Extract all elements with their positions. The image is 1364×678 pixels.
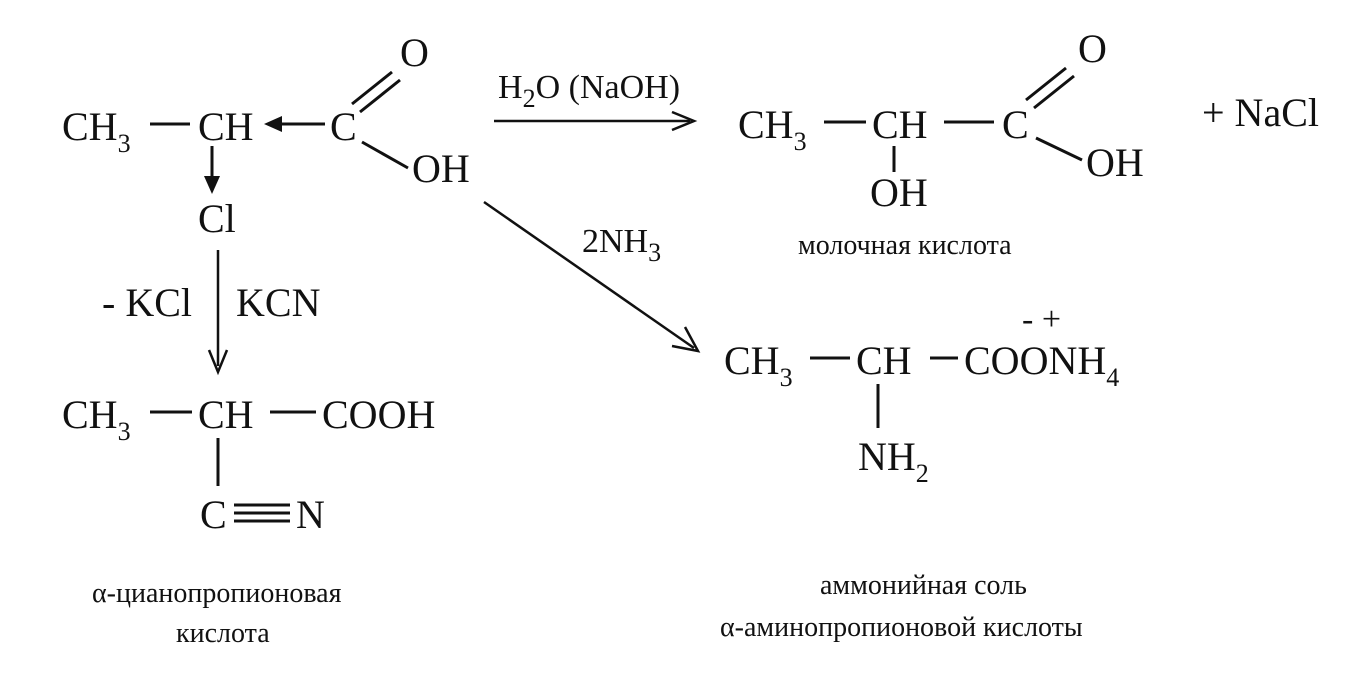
- chlorine-atom: Cl: [198, 196, 236, 241]
- lactic-acid-hydroxyl: OH: [1086, 140, 1144, 185]
- cyanopropionic-acid: CH3 CH COOH C N α-цианопропионовая кисло…: [62, 392, 435, 649]
- ammonium-ch-group: CH: [856, 338, 912, 383]
- chloropropanoic-acid: CH3 CH C O OH Cl: [62, 30, 470, 241]
- lactic-acid-caption: молочная кислота: [798, 230, 1012, 261]
- double-bond-c-o-2: [359, 78, 401, 114]
- bond-c-oh: [361, 140, 409, 170]
- cyano-ch3-group: CH3: [62, 392, 131, 446]
- ch-group: CH: [198, 104, 254, 149]
- ammonia-arrowhead: [671, 326, 701, 353]
- hydroxyl-group: OH: [412, 146, 470, 191]
- cyano-ch-group: CH: [198, 392, 254, 437]
- nitrile-nitrogen: N: [296, 492, 325, 537]
- lactic-carbonyl-oxygen: O: [1078, 26, 1107, 71]
- cyano-cooh-group: COOH: [322, 392, 435, 437]
- inductive-arrowhead-c-ch: [264, 116, 282, 132]
- sodium-chloride-byproduct: + NaCl: [1202, 90, 1319, 135]
- lactic-ch3-group: CH3: [738, 102, 807, 156]
- ammonium-caption-line2: α-аминопропионовой кислоты: [720, 612, 1083, 643]
- lactic-ch-group: CH: [872, 102, 928, 147]
- lactic-acid: CH3 CH C O OH OH + NaCl молочная кислота: [738, 26, 1319, 261]
- ammonium-caption-line1: аммонийная соль: [820, 570, 1027, 601]
- ammonium-ch3-group: CH3: [724, 338, 793, 392]
- inductive-arrowhead-ch-cl: [204, 176, 220, 194]
- ch3-group: CH3: [62, 104, 131, 158]
- ammonium-coonh4-group: COONH4: [964, 338, 1119, 392]
- lactic-double-bond-2: [1033, 74, 1075, 110]
- hydrolysis-reagent: H2O (NaOH): [498, 69, 680, 113]
- ammonia-arrow: 2NH3: [483, 200, 701, 353]
- kcn-reagent: KCN: [236, 280, 320, 325]
- lactic-double-bond-1: [1025, 66, 1067, 102]
- hydrolysis-arrowhead: [671, 110, 698, 132]
- nitrile-carbon: C: [200, 492, 227, 537]
- ionic-charges: - +: [1022, 301, 1061, 338]
- cyano-caption-line1: α-цианопропионовая: [92, 578, 342, 609]
- cyano-caption-line2: кислота: [176, 618, 270, 649]
- hydrolysis-arrow: H2O (NaOH): [494, 69, 698, 132]
- ammonia-reagent: 2NH3: [582, 223, 661, 267]
- kcl-byproduct: - KCl: [102, 280, 192, 325]
- amino-group: NH2: [858, 434, 929, 488]
- double-bond-c-o-1: [351, 70, 393, 106]
- carboxyl-carbon: C: [330, 104, 357, 149]
- kcn-arrowhead: [207, 349, 229, 376]
- kcn-arrow: - KCl KCN: [102, 250, 320, 376]
- lactic-side-hydroxyl: OH: [870, 170, 928, 215]
- ammonium-salt: CH3 CH COONH4 - + NH2 аммонийная соль α-…: [720, 301, 1119, 643]
- lactic-bond-c-oh: [1035, 136, 1083, 162]
- lactic-carboxyl-carbon: C: [1002, 102, 1029, 147]
- carbonyl-oxygen: O: [400, 30, 429, 75]
- ammonia-arrow-shaft: [483, 200, 695, 350]
